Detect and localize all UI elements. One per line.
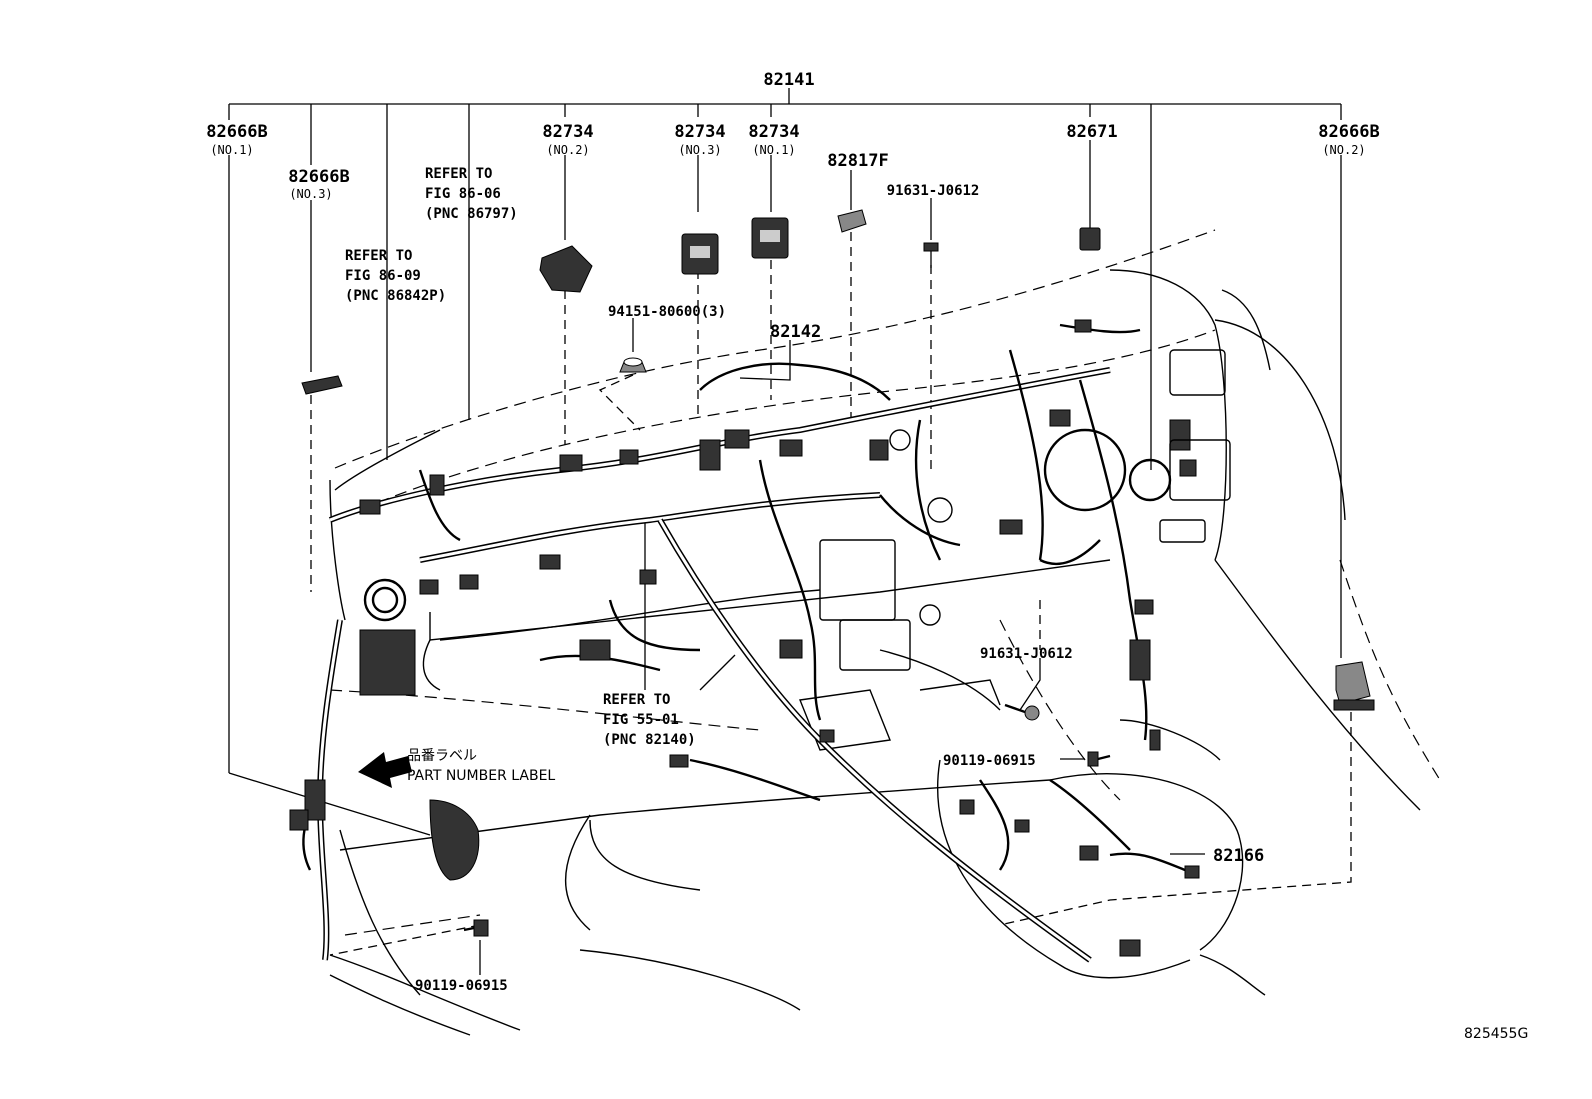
bolt-91631-top	[923, 242, 939, 268]
label-82142: 82142	[770, 322, 821, 342]
label-90119-bottom: 90119-06915	[415, 978, 508, 994]
part-number-label-jp: 品番ラベル	[407, 748, 477, 764]
label-82671: 82671	[1066, 122, 1117, 142]
label-82666b-no1: 82666B	[206, 122, 267, 142]
components	[289, 209, 1375, 957]
label-82734-no2-sub: (NO.2)	[546, 143, 589, 157]
arrow-left-icon	[358, 752, 412, 788]
connector-82734-no1	[751, 217, 789, 259]
label-82666b-no1-sub: (NO.1)	[210, 143, 253, 157]
refer-to-fig-86-06: REFER TO FIG 86-06 (PNC 86797)	[425, 166, 518, 222]
label-82166: 82166	[1213, 846, 1264, 866]
bolt-91631-mid	[1004, 703, 1040, 721]
label-91631-mid: 91631-J0612	[980, 646, 1073, 662]
ref3-line1: REFER TO	[603, 692, 670, 708]
clip-82817f	[837, 209, 867, 233]
ref3-line2: FIG 55-01	[603, 712, 679, 728]
ref3-line3: (PNC 82140)	[603, 732, 696, 748]
label-82734-no1: 82734	[748, 122, 799, 142]
ref1-line1: REFER TO	[425, 166, 492, 182]
leader-lines	[228, 140, 1352, 975]
label-91631-top: 91631-J0612	[887, 183, 980, 199]
connector-82734-no2	[539, 245, 593, 293]
bolt-90119-right	[1087, 751, 1111, 767]
refer-to-fig-86-09: REFER TO FIG 86-09 (PNC 86842P)	[345, 248, 446, 304]
label-82666b-no3-sub: (NO.3)	[289, 187, 332, 201]
harness-bracket	[228, 88, 1342, 470]
connector-82666b-no1	[429, 799, 480, 881]
clip-82666b-no3	[301, 375, 343, 395]
label-82734-no3-sub: (NO.3)	[678, 143, 721, 157]
label-82734-no1-sub: (NO.1)	[752, 143, 795, 157]
label-82734-no2: 82734	[542, 122, 593, 142]
part-82671	[1079, 227, 1101, 251]
label-82817f: 82817F	[827, 151, 888, 171]
ref1-line2: FIG 86-06	[425, 186, 501, 202]
connector-82734-no3	[681, 233, 719, 275]
label-82666b-no3: 82666B	[288, 167, 349, 187]
label-82141: 82141	[763, 70, 814, 90]
ref2-line1: REFER TO	[345, 248, 412, 264]
ref2-line3: (PNC 86842P)	[345, 288, 446, 304]
part-number-label-marker: 品番ラベル PART NUMBER LABEL	[358, 748, 555, 788]
refer-to-fig-55-01: REFER TO FIG 55-01 (PNC 82140)	[603, 692, 696, 748]
label-82666b-no2-sub: (NO.2)	[1322, 143, 1365, 157]
part-labels: 82141 82666B (NO.1) 82666B (NO.3) 82666B…	[206, 70, 1528, 1042]
connector-82166	[1079, 845, 1200, 879]
ref2-line2: FIG 86-09	[345, 268, 421, 284]
bolt-90119-bottom	[463, 919, 489, 937]
label-82666b-no2: 82666B	[1318, 122, 1379, 142]
diagram-id: 825455G	[1464, 1026, 1528, 1042]
vehicle-body-outline	[329, 229, 1441, 1036]
label-90119-right: 90119-06915	[943, 753, 1036, 769]
ref1-line3: (PNC 86797)	[425, 206, 518, 222]
part-number-label-en: PART NUMBER LABEL	[407, 768, 555, 784]
nut-94151	[619, 357, 647, 373]
clip-82666b-no2	[1333, 661, 1375, 711]
label-94151: 94151-80600(3)	[608, 304, 726, 320]
label-82734-no3: 82734	[674, 122, 725, 142]
